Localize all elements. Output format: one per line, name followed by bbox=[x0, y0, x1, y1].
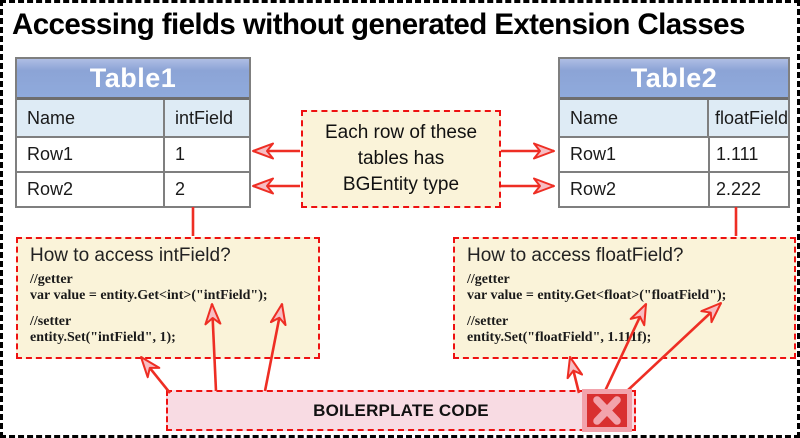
callout-line: Each row of these bbox=[324, 122, 478, 143]
floatfield-code-title: How to access floatField? bbox=[467, 245, 684, 266]
table1-row2-value: 2 bbox=[163, 173, 249, 206]
table-row: Row1 1.111 bbox=[560, 136, 788, 171]
callout-line: tables has bbox=[357, 148, 445, 169]
table-row: Row2 2 bbox=[17, 171, 249, 206]
getter-code: var value = entity.Get<float>("floatFiel… bbox=[467, 288, 727, 303]
table2: Table2 Name floatField Row1 1.111 Row2 2… bbox=[558, 57, 790, 208]
table1-col-name: Name bbox=[27, 107, 76, 128]
boilerplate-label: BOILERPLATE CODE bbox=[313, 400, 489, 420]
table2-row1-value: 1.111 bbox=[708, 138, 788, 171]
callout-line: BGEntity type bbox=[342, 174, 460, 195]
setter-code: entity.Set("intField", 1); bbox=[30, 330, 176, 345]
table1-row2-name: Row2 bbox=[27, 179, 74, 199]
page-title: Accessing fields without generated Exten… bbox=[12, 8, 745, 41]
table2-row2-name: Row2 bbox=[570, 179, 617, 199]
table2-col-name: Name bbox=[570, 107, 619, 128]
table2-header-row: Name floatField bbox=[560, 100, 788, 136]
table-row: Row2 2.222 bbox=[560, 171, 788, 206]
boilerplate-banner: BOILERPLATE CODE bbox=[166, 390, 636, 431]
table1: Table1 Name intField Row1 1 Row2 2 bbox=[15, 57, 251, 208]
floatfield-code-box: How to access floatField? //getter var v… bbox=[453, 237, 796, 359]
table2-row1-name: Row1 bbox=[570, 144, 617, 164]
arrow-boilerplate-to-intfield-setter bbox=[139, 356, 172, 394]
bgentity-callout: Each row of these tables has BGEntity ty… bbox=[301, 110, 501, 208]
table1-row1-name: Row1 bbox=[27, 144, 74, 164]
setter-code: entity.Set("floatField", 1.111f); bbox=[467, 330, 652, 345]
setter-comment: //setter bbox=[30, 314, 72, 329]
table1-title: Table1 bbox=[17, 59, 249, 100]
getter-code: var value = entity.Get<int>("intField"); bbox=[30, 288, 268, 303]
table2-title: Table2 bbox=[560, 59, 788, 100]
table2-row2-value: 2.222 bbox=[708, 173, 788, 206]
table1-header-row: Name intField bbox=[17, 100, 249, 136]
table2-col-floatfield: floatField bbox=[706, 100, 788, 136]
getter-comment: //getter bbox=[30, 272, 73, 287]
table-row: Row1 1 bbox=[17, 136, 249, 171]
table1-row1-value: 1 bbox=[163, 138, 249, 171]
table1-col-intfield: intField bbox=[163, 100, 249, 136]
arrow-boilerplate-to-floatfield-setter bbox=[566, 356, 584, 394]
intfield-code-title: How to access intField? bbox=[30, 245, 231, 266]
getter-comment: //getter bbox=[467, 272, 510, 287]
intfield-code-box: How to access intField? //getter var val… bbox=[16, 237, 320, 359]
setter-comment: //setter bbox=[467, 314, 509, 329]
x-mark-icon bbox=[582, 389, 632, 432]
